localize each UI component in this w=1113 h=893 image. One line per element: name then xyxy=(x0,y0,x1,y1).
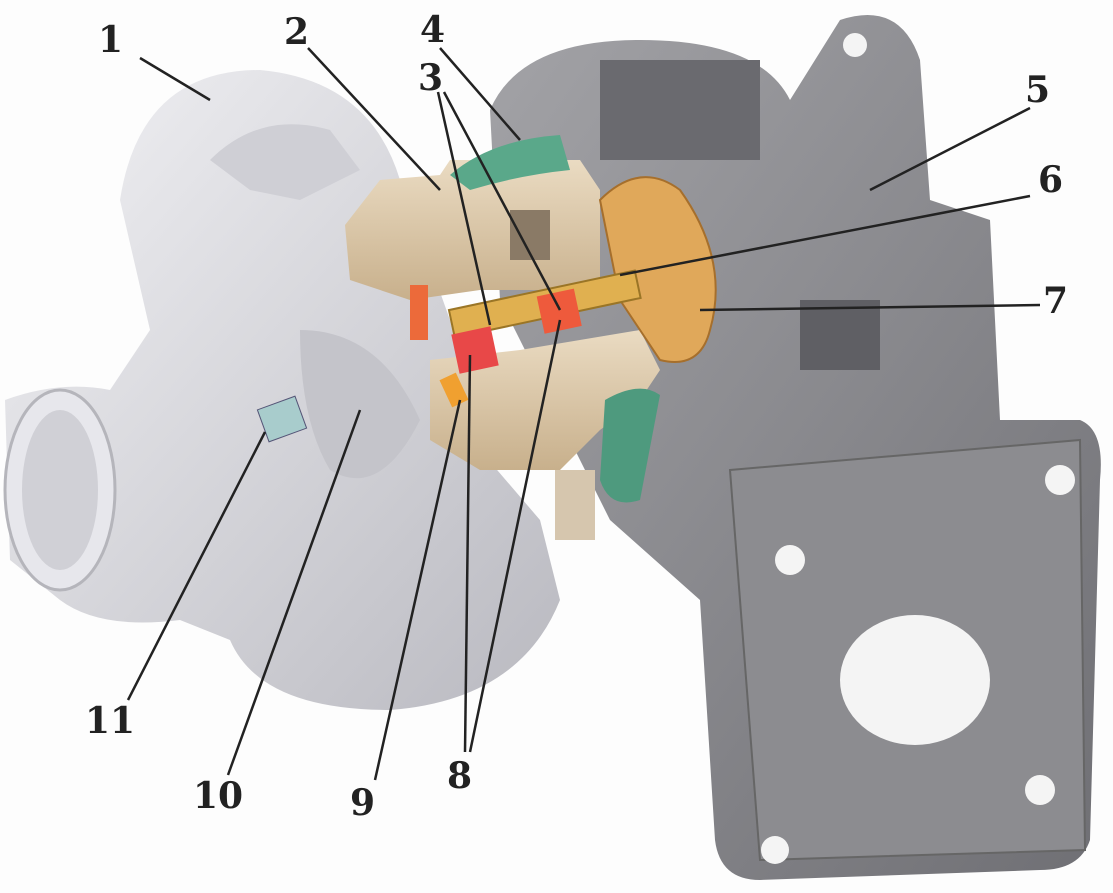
label-8: 8 xyxy=(447,755,473,797)
leader-line-1 xyxy=(139,56,211,102)
leader-line-3a xyxy=(436,91,492,326)
compressor-nut xyxy=(256,395,308,443)
seal-bottom xyxy=(600,388,660,503)
label-6: 6 xyxy=(1038,159,1064,201)
compressor-housing xyxy=(3,70,560,710)
thrust-bearing xyxy=(410,285,428,340)
bearing-right xyxy=(536,288,582,334)
sleeve xyxy=(439,372,469,408)
leader-line-11 xyxy=(126,431,267,701)
bearing-left xyxy=(451,326,499,374)
turbine-wheel xyxy=(598,176,717,363)
leader-line-5 xyxy=(869,106,1031,192)
leader-line-10 xyxy=(226,409,362,776)
label-2: 2 xyxy=(284,11,310,53)
label-1: 1 xyxy=(98,19,124,61)
leader-line-2 xyxy=(307,47,441,191)
leader-line-3b xyxy=(442,91,562,311)
leader-line-9 xyxy=(373,399,462,781)
label-11: 11 xyxy=(85,700,136,742)
leader-line-8a xyxy=(463,354,472,753)
label-9: 9 xyxy=(350,782,376,824)
label-4: 4 xyxy=(420,9,446,51)
leader-line-7 xyxy=(699,303,1041,312)
leader-line-6 xyxy=(619,194,1031,277)
seal-top xyxy=(450,135,570,190)
label-3: 3 xyxy=(418,57,444,99)
leader-line-8b xyxy=(468,319,562,753)
label-7: 7 xyxy=(1043,280,1069,322)
leader-lines xyxy=(126,47,1041,781)
leader-line-4 xyxy=(439,47,521,141)
label-5: 5 xyxy=(1025,69,1051,111)
label-10: 10 xyxy=(193,775,244,817)
